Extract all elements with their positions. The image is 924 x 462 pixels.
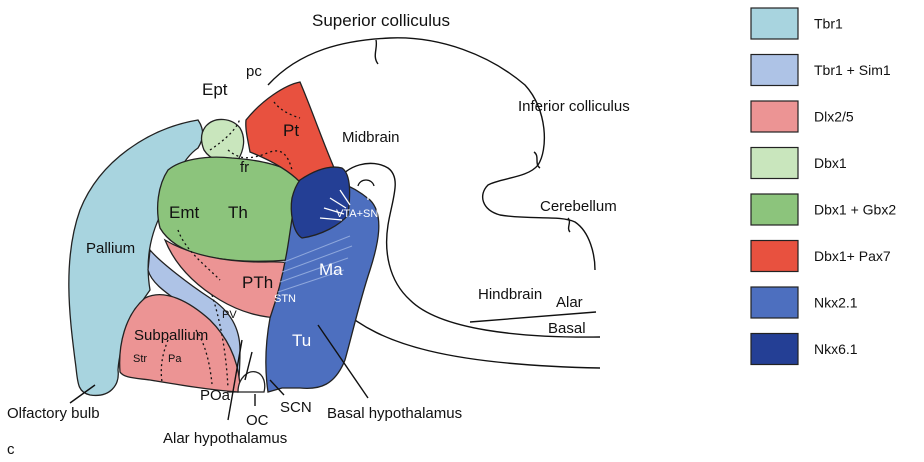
label-hindbrain: Hindbrain	[478, 286, 542, 303]
label-alar-hypothalamus: Alar hypothalamus	[163, 430, 287, 447]
label-pt: Pt	[283, 121, 299, 140]
label-th: Th	[228, 203, 248, 222]
label-inferior-colliculus: Inferior colliculus	[518, 98, 630, 115]
legend-label-2: Dlx2/5	[814, 109, 854, 125]
legend-swatch-4	[751, 194, 798, 225]
legend-swatch-6	[751, 287, 798, 318]
legend-label-6: Nkx2.1	[814, 295, 858, 311]
label-pv: PV	[222, 309, 237, 321]
label-alar: Alar	[556, 294, 583, 311]
legend-swatch-0	[751, 8, 798, 39]
legend-swatch-2	[751, 101, 798, 132]
label-oc: OC	[246, 412, 269, 429]
superior-colliculus-notch	[375, 40, 378, 64]
legend-label-5: Dbx1+ Pax7	[814, 248, 891, 264]
label-ma: Ma	[319, 260, 343, 279]
label-olfactory-bulb: Olfactory bulb	[7, 405, 100, 422]
legend-label-7: Nkx6.1	[814, 341, 858, 357]
label-midbrain: Midbrain	[342, 129, 400, 146]
label-stn: STN	[274, 293, 296, 305]
label-ept: Ept	[202, 80, 228, 99]
label-poa: POa	[200, 387, 231, 404]
label-pth: PTh	[242, 273, 273, 292]
label-vta-snc: VTA+SNc	[336, 208, 384, 220]
label-basal: Basal	[548, 320, 586, 337]
label-subpallium: Subpallium	[134, 327, 208, 344]
legend-swatch-7	[751, 334, 798, 365]
legend-label-4: Dbx1 + Gbx2	[814, 202, 896, 218]
label-pc: pc	[246, 63, 262, 80]
label-tu: Tu	[292, 331, 311, 350]
legend-swatch-3	[751, 148, 798, 179]
label-emt: Emt	[169, 203, 200, 222]
label-superior-colliculus: Superior colliculus	[312, 11, 450, 30]
label-scn: SCN	[280, 399, 312, 416]
vta-arc	[358, 180, 374, 186]
legend-swatch-5	[751, 241, 798, 272]
label-str: Str	[133, 353, 147, 365]
label-pa: Pa	[168, 353, 182, 365]
legend-label-3: Dbx1	[814, 155, 847, 171]
label-cerebellum: Cerebellum	[540, 198, 617, 215]
midbrain-inner-outline	[338, 163, 600, 337]
label-basal-hypothalamus: Basal hypothalamus	[327, 405, 462, 422]
label-pallium: Pallium	[86, 240, 135, 257]
optic-chiasm	[238, 372, 265, 392]
basal-floor-outline	[340, 308, 600, 368]
panel-letter: c	[7, 441, 15, 457]
legend-label-1: Tbr1 + Sim1	[814, 62, 891, 78]
label-fr: fr	[240, 159, 249, 176]
legend-label-0: Tbr1	[814, 16, 843, 32]
legend-swatch-1	[751, 55, 798, 86]
